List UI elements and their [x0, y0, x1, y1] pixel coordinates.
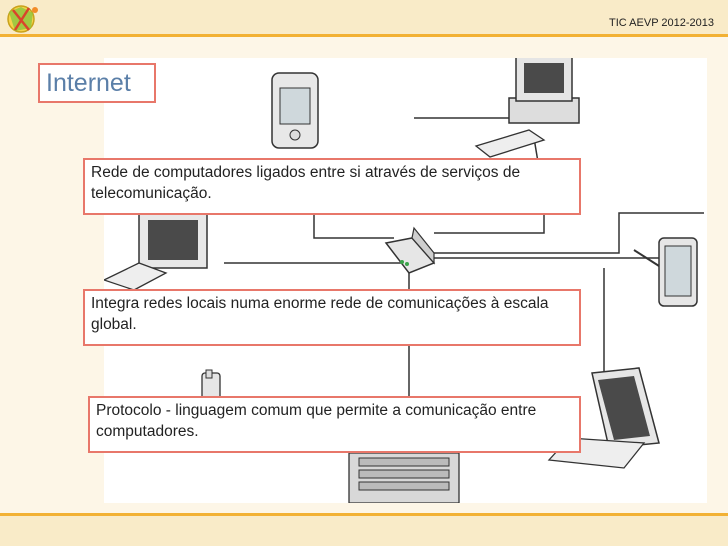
header-band — [0, 0, 728, 34]
header-divider — [0, 34, 728, 37]
pda-icon — [271, 72, 319, 149]
monitor-icon — [138, 212, 208, 269]
callout-protocol: Protocolo - linguagem comum que permite … — [88, 396, 581, 453]
callout-definition: Rede de computadores ligados entre si at… — [83, 158, 581, 215]
tablet-icon — [633, 237, 698, 307]
keyboard-icon — [474, 129, 546, 158]
footer-band — [0, 516, 728, 546]
laptop-icon — [547, 367, 660, 469]
footer-divider — [0, 513, 728, 516]
callout-global-networks: Integra redes locais numa enorme rede de… — [83, 289, 581, 346]
slide-title: Internet — [38, 63, 156, 103]
logo-icon — [7, 5, 38, 33]
desktop-computer-icon — [508, 55, 580, 124]
keyboard-icon — [102, 262, 168, 291]
router-icon — [384, 226, 436, 274]
server-icon — [348, 452, 460, 504]
course-label: TIC AEVP 2012-2013 — [609, 17, 714, 29]
